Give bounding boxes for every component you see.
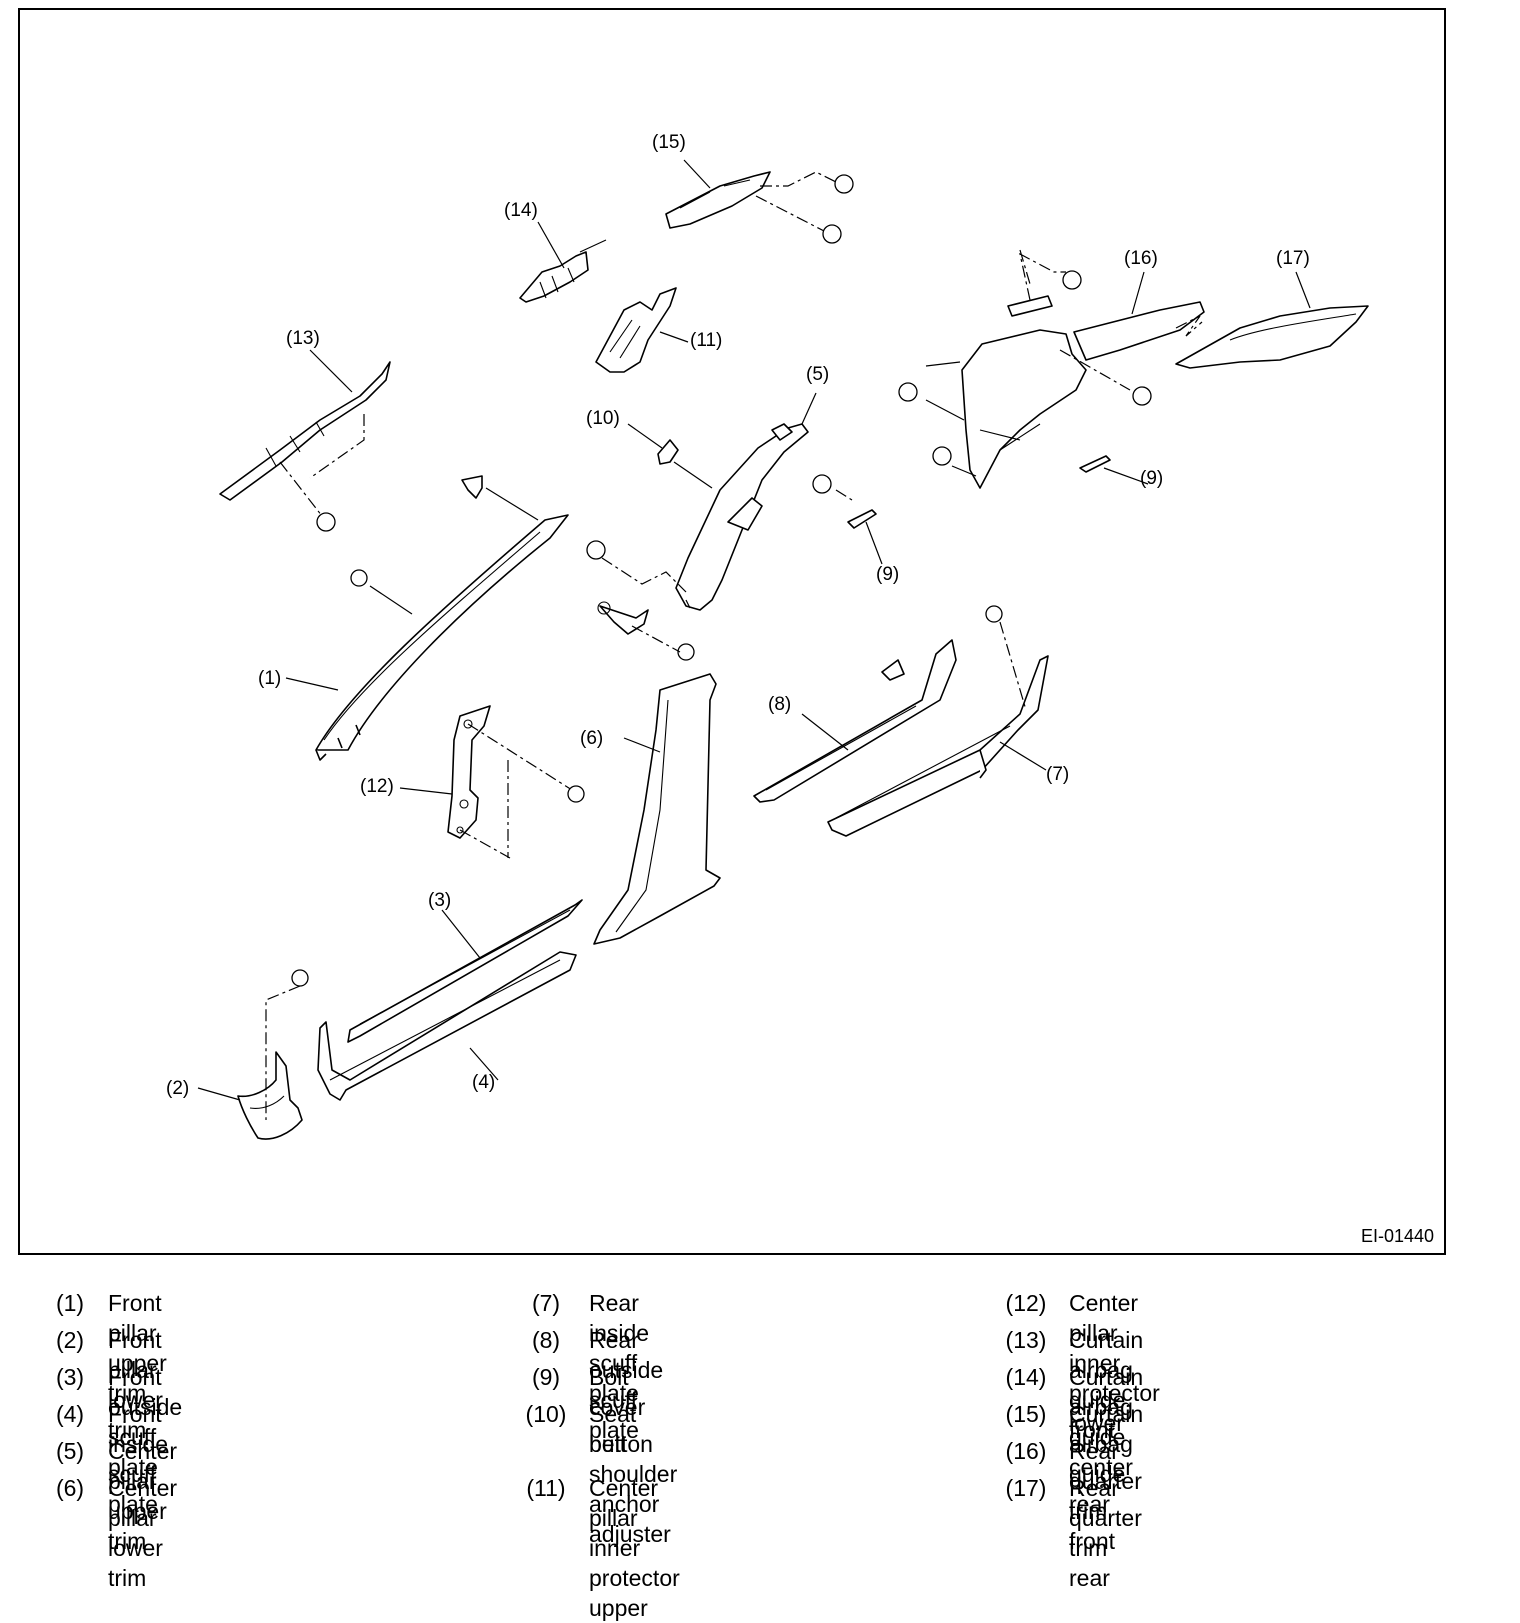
legend-number: (8) bbox=[531, 1327, 561, 1353]
legend-description: Center pillar lower trim bbox=[108, 1475, 178, 1591]
legend-number: (14) bbox=[1005, 1364, 1047, 1390]
callout-label: (7) bbox=[1046, 764, 1069, 785]
callout-label: (17) bbox=[1276, 248, 1310, 269]
legend-item: (4) Front inside scuff plate bbox=[40, 1399, 168, 1517]
part-front-inside-scuff-plate bbox=[317, 951, 577, 1101]
legend-description: Rear outside scuff plate bbox=[589, 1327, 664, 1443]
legend-number: (1) bbox=[55, 1290, 85, 1316]
callout-label: (5) bbox=[806, 364, 829, 385]
part-rear-quarter-trim-rear bbox=[1175, 305, 1369, 369]
legend-number: (16) bbox=[1005, 1438, 1047, 1464]
legend-number: (15) bbox=[1005, 1401, 1047, 1427]
callout-label: (15) bbox=[652, 132, 686, 153]
legend-item: (1) Front pillar upper trim bbox=[40, 1288, 167, 1406]
callout-label: (6) bbox=[580, 728, 603, 749]
legend-number: (3) bbox=[55, 1364, 85, 1390]
legend-item: (14) Curtain airbag guide center bbox=[996, 1362, 1144, 1480]
legend-item: (6) Center pillar lower trim bbox=[40, 1473, 177, 1591]
callout-label: (10) bbox=[586, 408, 620, 429]
callout-label: (13) bbox=[286, 328, 320, 349]
callout-label: (2) bbox=[166, 1078, 189, 1099]
callout-label: (1) bbox=[258, 668, 281, 689]
legend-item: (2) Front pillar lower trim bbox=[40, 1325, 163, 1443]
legend-description: Front inside scuff plate bbox=[108, 1401, 169, 1517]
part-curtain-airbag-guide-center bbox=[519, 239, 607, 303]
part-front-pillar-upper-trim bbox=[315, 475, 569, 761]
legend-number: (17) bbox=[1005, 1475, 1047, 1501]
legend-item: (17) Rear quarter trim rear bbox=[996, 1473, 1142, 1591]
legend-description: Curtain airbag guide rear bbox=[1069, 1401, 1144, 1517]
legend-number: (12) bbox=[1005, 1290, 1047, 1316]
legend-item: (5)Center pillar upper trim bbox=[40, 1436, 177, 1554]
diagram-frame: (1) (2) (3) (4) (5) (6) (7) (8) (9) (9) … bbox=[18, 8, 1446, 1255]
legend-description: Front outside scuff plate bbox=[108, 1364, 183, 1480]
callout-label: (14) bbox=[504, 200, 538, 221]
parts-legend: (1) Front pillar upper trim (2) Front pill… bbox=[40, 1288, 1500, 1621]
legend-number: (5) bbox=[55, 1438, 85, 1464]
callout-label: (9) bbox=[1140, 468, 1163, 489]
legend-item: (7) Rear inside scuff plate bbox=[516, 1288, 649, 1406]
part-adjuster-button bbox=[657, 439, 679, 465]
part-rear-quarter-trim-front bbox=[961, 295, 1205, 489]
legend-description: Curtain airbag guide front bbox=[1069, 1327, 1144, 1443]
legend-column: (12)Center pillar inner protector lower … bbox=[996, 1288, 1160, 1591]
callout-label: (11) bbox=[690, 330, 722, 351]
part-rear-outside-scuff-plate bbox=[753, 639, 957, 803]
legend-item: (11) Center pillar inner protector upper bbox=[516, 1473, 679, 1621]
legend-item: (15) Curtain airbag guide rear bbox=[996, 1399, 1144, 1517]
legend-description: Center pillar inner protector lower bbox=[1069, 1290, 1160, 1436]
part-center-pillar-inner-protector-lower bbox=[447, 705, 491, 839]
legend-number: (7) bbox=[531, 1290, 561, 1316]
legend-number: (4) bbox=[55, 1401, 85, 1427]
legend-column: (1) Front pillar upper trim (2) Front pill… bbox=[40, 1288, 182, 1591]
legend-description-continued: button bbox=[589, 1431, 653, 1457]
part-center-pillar-inner-protector-upper bbox=[595, 287, 677, 373]
part-rear-inside-scuff-plate bbox=[827, 605, 1049, 837]
legend-item: (3) Front outside scuff plate bbox=[40, 1362, 182, 1480]
figure-code: EI-01440 bbox=[1360, 1226, 1434, 1246]
legend-description: Front pillar lower trim bbox=[108, 1327, 163, 1443]
legend-number: (11) bbox=[526, 1475, 566, 1501]
legend-number: (2) bbox=[55, 1327, 85, 1353]
part-center-pillar-upper-trim bbox=[675, 423, 832, 611]
part-curtain-airbag-guide-front bbox=[219, 361, 391, 501]
legend-number: (13) bbox=[1005, 1327, 1047, 1353]
callout-label: (3) bbox=[428, 890, 451, 911]
legend-number: (10) bbox=[525, 1401, 567, 1427]
legend-item: (9) Bolt cover bbox=[516, 1362, 645, 1420]
legend-description: Front pillar upper trim bbox=[108, 1290, 167, 1406]
exploded-diagram: (1) (2) (3) (4) (5) (6) (7) (8) (9) (9) … bbox=[166, 132, 1369, 1140]
part-center-pillar-lower-trim bbox=[593, 643, 721, 945]
callout-label: (12) bbox=[360, 776, 394, 797]
callout-label: (8) bbox=[768, 694, 791, 715]
legend-item: (8) Rear outside scuff plate bbox=[516, 1325, 663, 1443]
legend-number: (9) bbox=[531, 1364, 561, 1390]
legend-description: Bolt cover bbox=[589, 1364, 646, 1420]
legend-column: (7) Rear inside scuff plate (8) Rear outsi… bbox=[516, 1288, 680, 1621]
callout-label: (4) bbox=[472, 1072, 495, 1093]
legend-item: (12) Center pillar inner protector lower bbox=[996, 1288, 1160, 1436]
callout-label: (9) bbox=[876, 564, 899, 585]
part-front-outside-scuff-plate bbox=[347, 899, 583, 1043]
legend-description: Curtain airbag guide center bbox=[1069, 1364, 1144, 1480]
legend-item: (13) Curtain airbag guide front bbox=[996, 1325, 1144, 1443]
legend-number: (6) bbox=[55, 1475, 85, 1501]
legend-description: Center pillar inner protector upper bbox=[589, 1475, 680, 1621]
part-front-pillar-lower-trim bbox=[237, 969, 309, 1140]
legend-description: Rear inside scuff plate bbox=[589, 1290, 650, 1406]
part-bolt-cover bbox=[847, 455, 1111, 529]
legend-item: (16)Rear quarter trim front bbox=[996, 1436, 1142, 1554]
part-curtain-airbag-guide-rear bbox=[665, 171, 771, 229]
callout-label: (16) bbox=[1124, 248, 1158, 269]
legend-description: Rear quarter trim rear bbox=[1069, 1475, 1142, 1591]
